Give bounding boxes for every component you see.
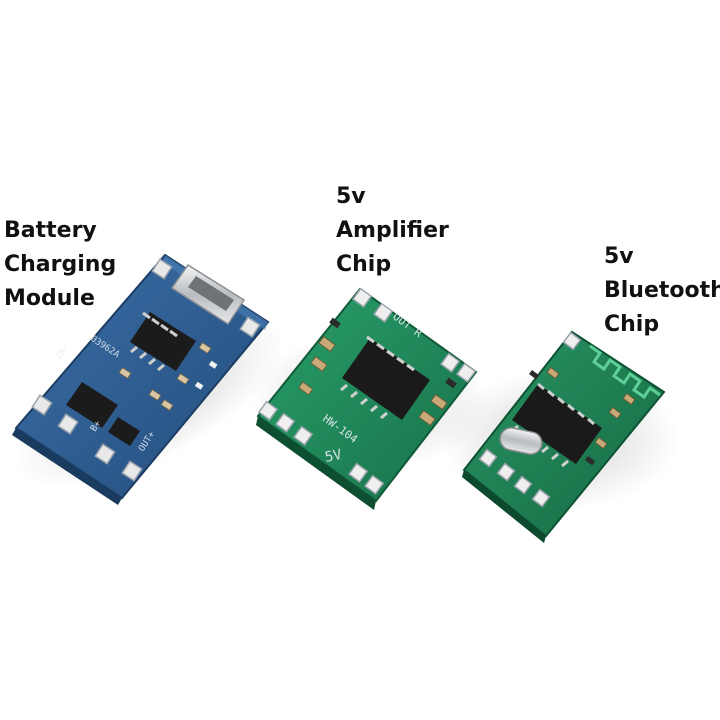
- amplifier-chip-label: 5v Amplifier Chip: [336, 180, 449, 282]
- crystal-oscillator: [499, 427, 543, 455]
- bluetooth-label-line-2: Bluetooth: [604, 278, 720, 303]
- charging-ic: [130, 311, 196, 372]
- amplifier-board: HW-104 5V OUT R: [250, 287, 490, 510]
- amplifier-ic: [340, 335, 430, 420]
- bluetooth-label-line-3: Chip: [604, 312, 660, 337]
- battery-label-line-1: Battery: [4, 218, 97, 243]
- svg-text:5V: 5V: [324, 447, 344, 466]
- amplifier-label-line-1: 5v: [336, 184, 366, 209]
- micro-usb-connector: [170, 263, 246, 326]
- mosfet-chip: [108, 417, 140, 446]
- amplifier-label-line-2: Amplifier: [336, 218, 449, 243]
- battery-charging-module-label: Battery Charging Module: [4, 214, 116, 316]
- bluetooth-board: [440, 330, 680, 543]
- pcb-antenna: [589, 344, 661, 400]
- battery-label-line-2: Charging: [4, 252, 117, 277]
- protection-ic: [66, 382, 118, 428]
- bluetooth-chip-label: 5v Bluetooth Chip: [604, 240, 720, 342]
- battery-label-line-3: Module: [4, 286, 95, 311]
- bluetooth-label-line-1: 5v: [604, 244, 634, 269]
- amplifier-label-line-3: Chip: [336, 252, 392, 277]
- battery-charging-board: IN- 03962A B+ OUT+: [12, 253, 286, 505]
- svg-text:IN-: IN-: [54, 343, 71, 362]
